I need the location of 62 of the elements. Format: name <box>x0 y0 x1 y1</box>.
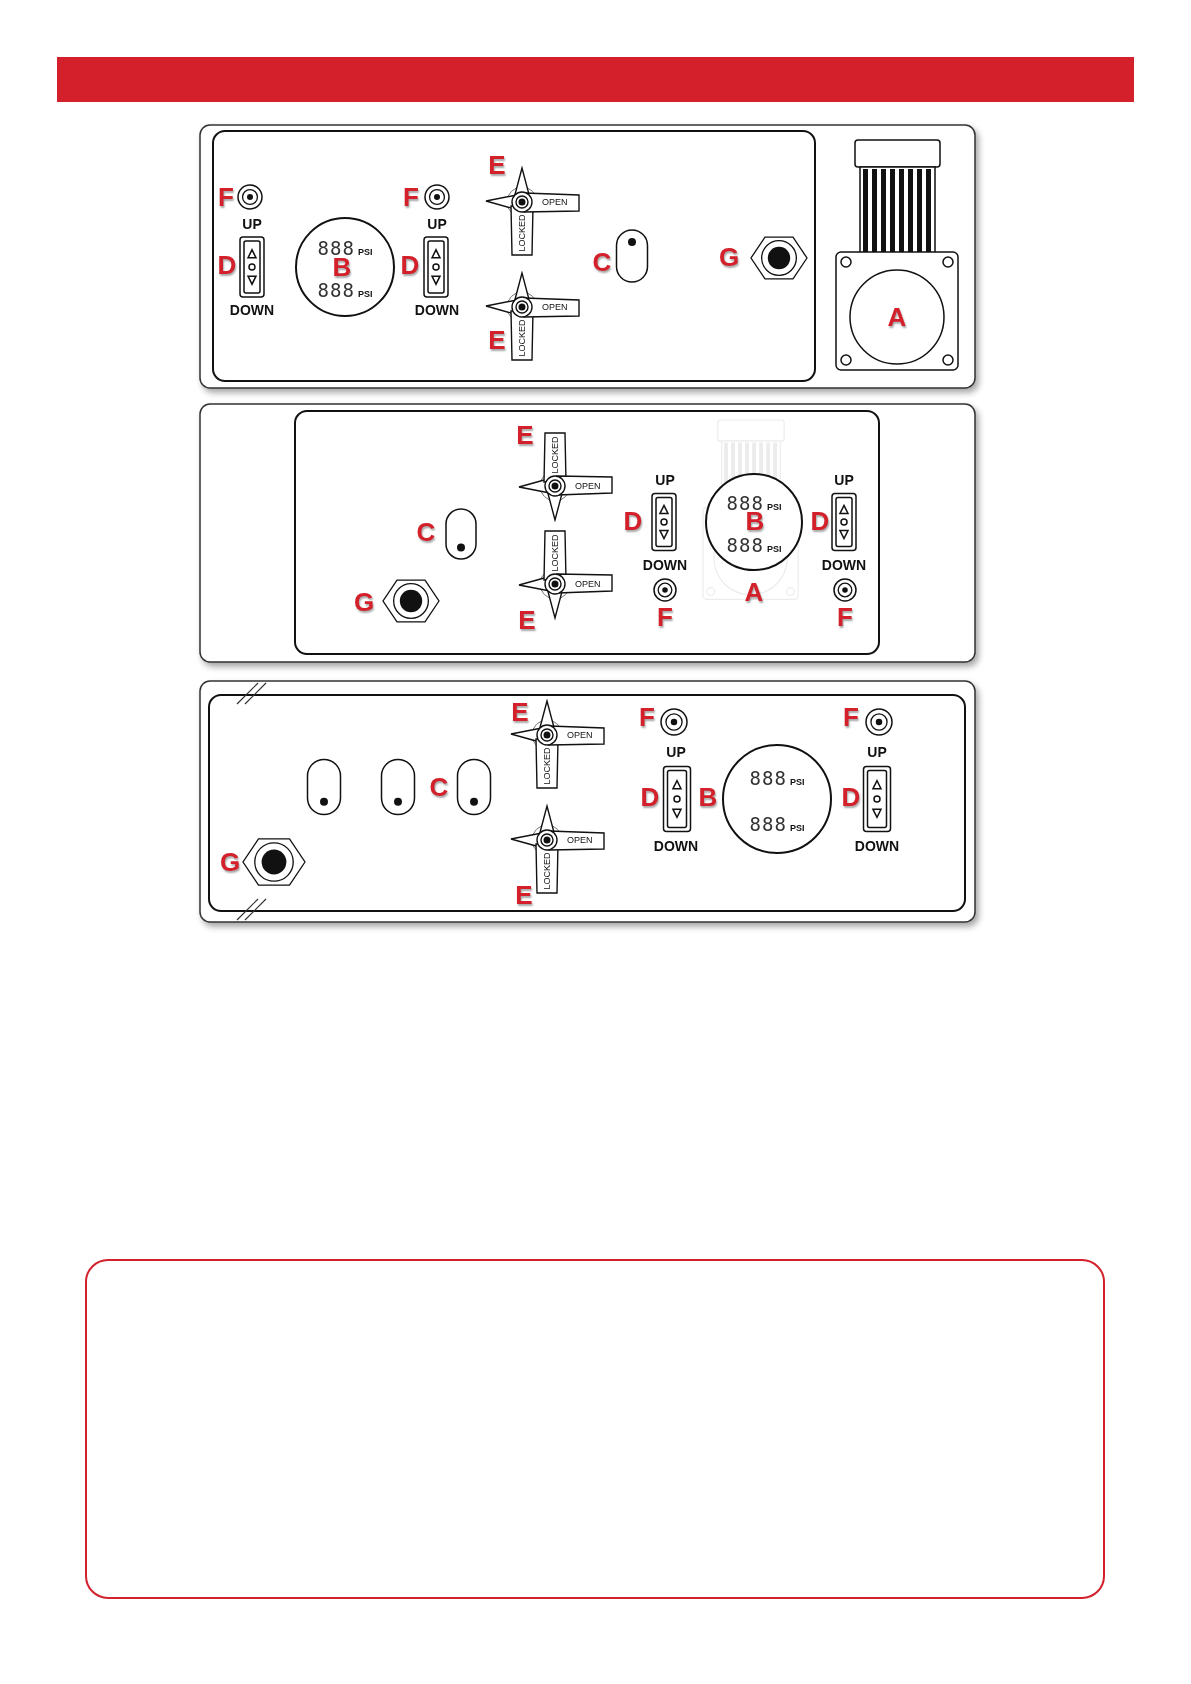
unit-label: PSI <box>766 502 782 512</box>
unit-label: PSI <box>357 247 373 257</box>
callout-letter: G <box>353 589 375 615</box>
switch-label: UP <box>666 745 686 759</box>
switch-label: DOWN <box>653 839 699 853</box>
digit-readout: 888 <box>749 814 787 834</box>
position-label: LOCKED <box>517 214 527 252</box>
position-label: LOCKED <box>550 436 560 474</box>
callout-letter: D <box>640 784 660 810</box>
position-label: LOCKED <box>542 852 552 890</box>
unit-label: PSI <box>789 777 805 787</box>
callout-letter: D <box>623 508 643 534</box>
callout-letter: F <box>218 184 234 210</box>
position-label: LOCKED <box>517 319 527 357</box>
callout-letter: E <box>518 607 536 633</box>
position-label: OPEN <box>567 836 593 845</box>
callout-letter: A <box>744 579 764 605</box>
position-label: OPEN <box>575 580 601 589</box>
position-label: LOCKED <box>550 534 560 572</box>
position-label: OPEN <box>567 731 593 740</box>
unit-label: PSI <box>357 289 373 299</box>
switch-label: DOWN <box>642 558 688 572</box>
callout-letter: D <box>217 252 237 278</box>
callout-letter: F <box>403 184 419 210</box>
callout-letter: D <box>400 252 420 278</box>
position-label: OPEN <box>542 303 568 312</box>
digit-readout: 888 <box>726 493 764 513</box>
callout-letter: G <box>219 849 241 875</box>
callout-letter: F <box>843 704 859 730</box>
callout-letter: F <box>639 704 655 730</box>
unit-label: PSI <box>766 544 782 554</box>
switch-label: UP <box>867 745 887 759</box>
callout-letter: E <box>511 699 529 725</box>
switch-label: UP <box>427 217 447 231</box>
callout-letter: E <box>488 327 506 353</box>
position-label: LOCKED <box>542 747 552 785</box>
callout-letter: F <box>657 604 673 630</box>
callout-letter: E <box>515 882 533 908</box>
switch-label: UP <box>655 473 675 487</box>
callout-letter: B <box>698 784 718 810</box>
switch-label: DOWN <box>229 303 275 317</box>
switch-label: UP <box>834 473 854 487</box>
switch-label: DOWN <box>414 303 460 317</box>
unit-label: PSI <box>789 823 805 833</box>
digit-readout: 888 <box>317 280 355 300</box>
position-label: OPEN <box>575 482 601 491</box>
callout-letter: D <box>810 508 830 534</box>
digit-readout: 888 <box>726 535 764 555</box>
callout-letter: G <box>718 244 740 270</box>
switch-label: DOWN <box>854 839 900 853</box>
callout-letter: A <box>887 304 907 330</box>
switch-label: UP <box>242 217 262 231</box>
callout-letter: C <box>592 249 612 275</box>
digit-readout: 888 <box>749 768 787 788</box>
callout-letter: E <box>488 152 506 178</box>
callout-letter: C <box>429 774 449 800</box>
position-label: OPEN <box>542 198 568 207</box>
callout-letter: E <box>516 422 534 448</box>
callout-letter: D <box>841 784 861 810</box>
switch-label: DOWN <box>821 558 867 572</box>
callout-letter: C <box>416 519 436 545</box>
callout-letter: F <box>837 604 853 630</box>
